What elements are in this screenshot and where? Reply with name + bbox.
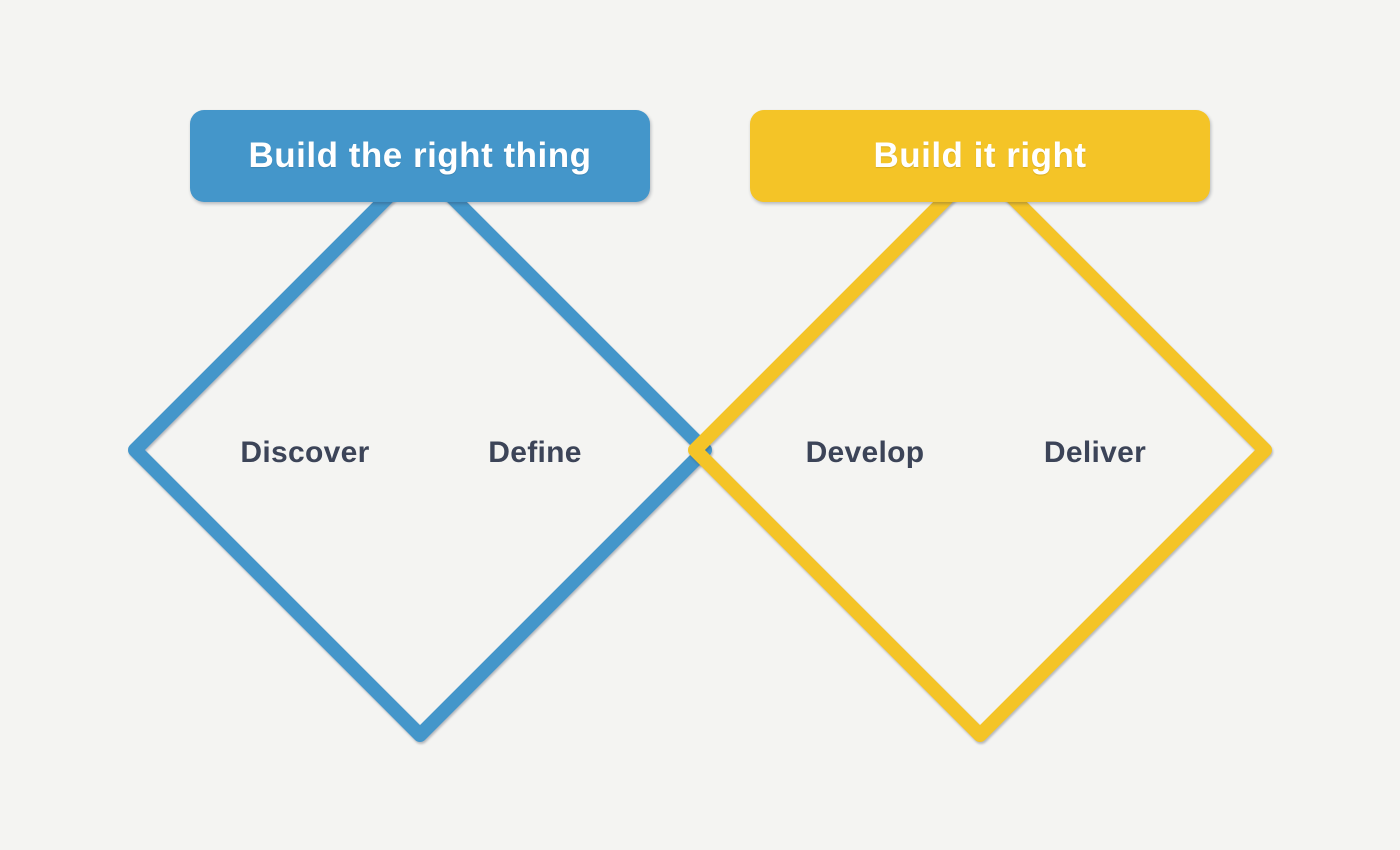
- phase-label-define: Define: [488, 436, 582, 469]
- build-it-right-banner-label: Build it right: [873, 136, 1087, 175]
- phase-label-deliver: Deliver: [1043, 436, 1147, 469]
- build-the-right-thing-banner-label: Build the right thing: [248, 136, 592, 175]
- discover-define-diamond-outline: [128, 158, 712, 742]
- develop-deliver-diamond-outline: [688, 158, 1272, 742]
- phase-label-discover: Discover: [240, 436, 370, 469]
- build-the-right-thing-banner: Build the right thing: [190, 110, 650, 202]
- build-it-right-banner: Build it right: [750, 110, 1210, 202]
- phase-label-develop: Develop: [805, 436, 925, 469]
